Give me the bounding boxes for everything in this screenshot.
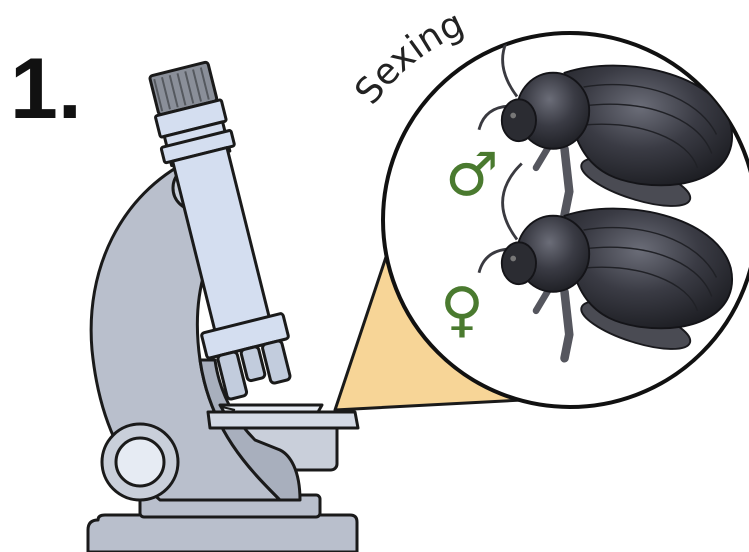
step-number: 1.	[10, 41, 82, 137]
microscope-icon	[88, 59, 358, 552]
female-symbol-icon: ♀	[440, 275, 484, 345]
magnifier-callout	[383, 20, 749, 407]
male-symbol-icon: ♂	[445, 140, 499, 210]
